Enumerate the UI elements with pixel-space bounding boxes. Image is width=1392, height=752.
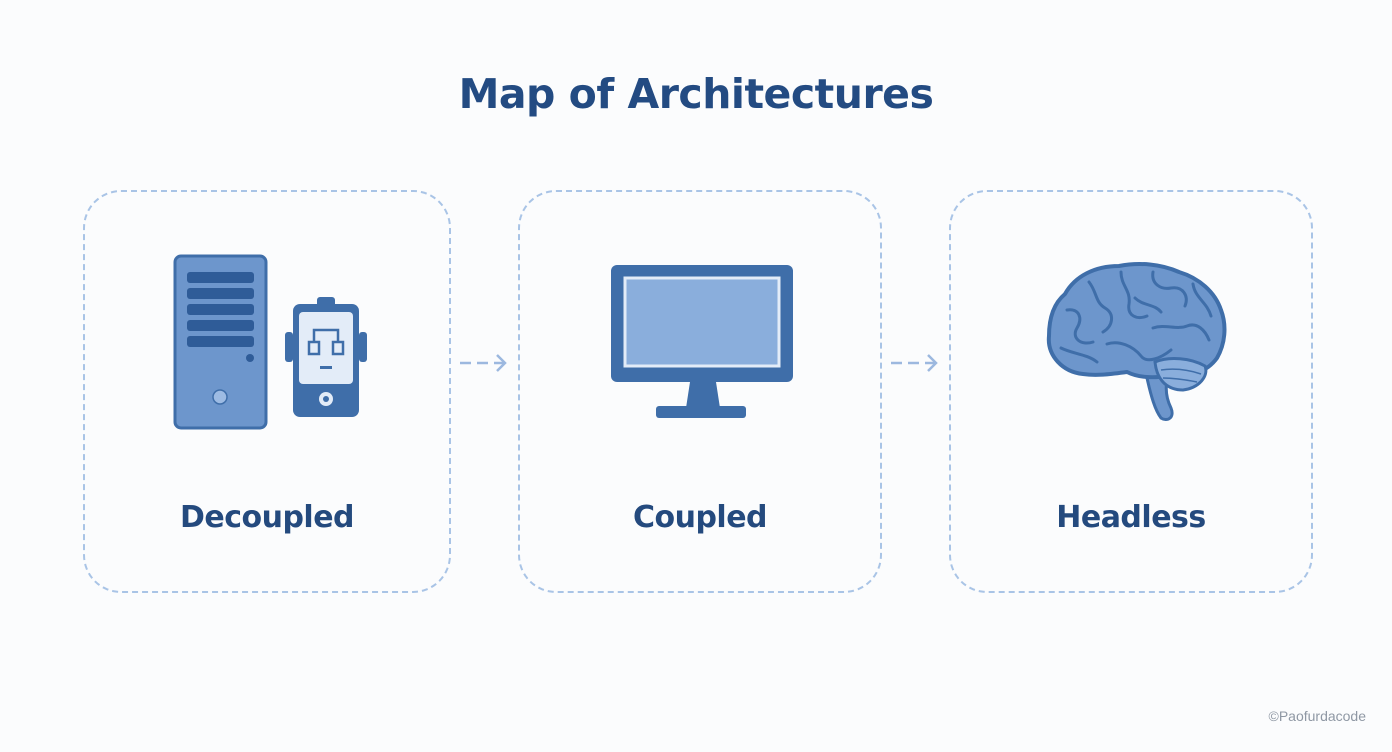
arrow-right-icon: [891, 354, 938, 372]
arrow-right-icon: [460, 354, 507, 372]
card-coupled: Coupled: [518, 190, 882, 593]
credit-text: ©Paofurdacode: [1268, 708, 1367, 724]
page-title: Map of Architectures: [458, 70, 934, 118]
card-decoupled: Decoupled: [83, 190, 451, 593]
card-label-coupled: Coupled: [632, 500, 768, 535]
card-headless: Headless: [949, 190, 1313, 593]
card-label-decoupled: Decoupled: [179, 500, 355, 535]
card-label-headless: Headless: [1056, 500, 1206, 535]
server-and-device-icon: [173, 254, 367, 430]
monitor-icon: [611, 265, 793, 418]
brain-icon: [1046, 262, 1227, 422]
